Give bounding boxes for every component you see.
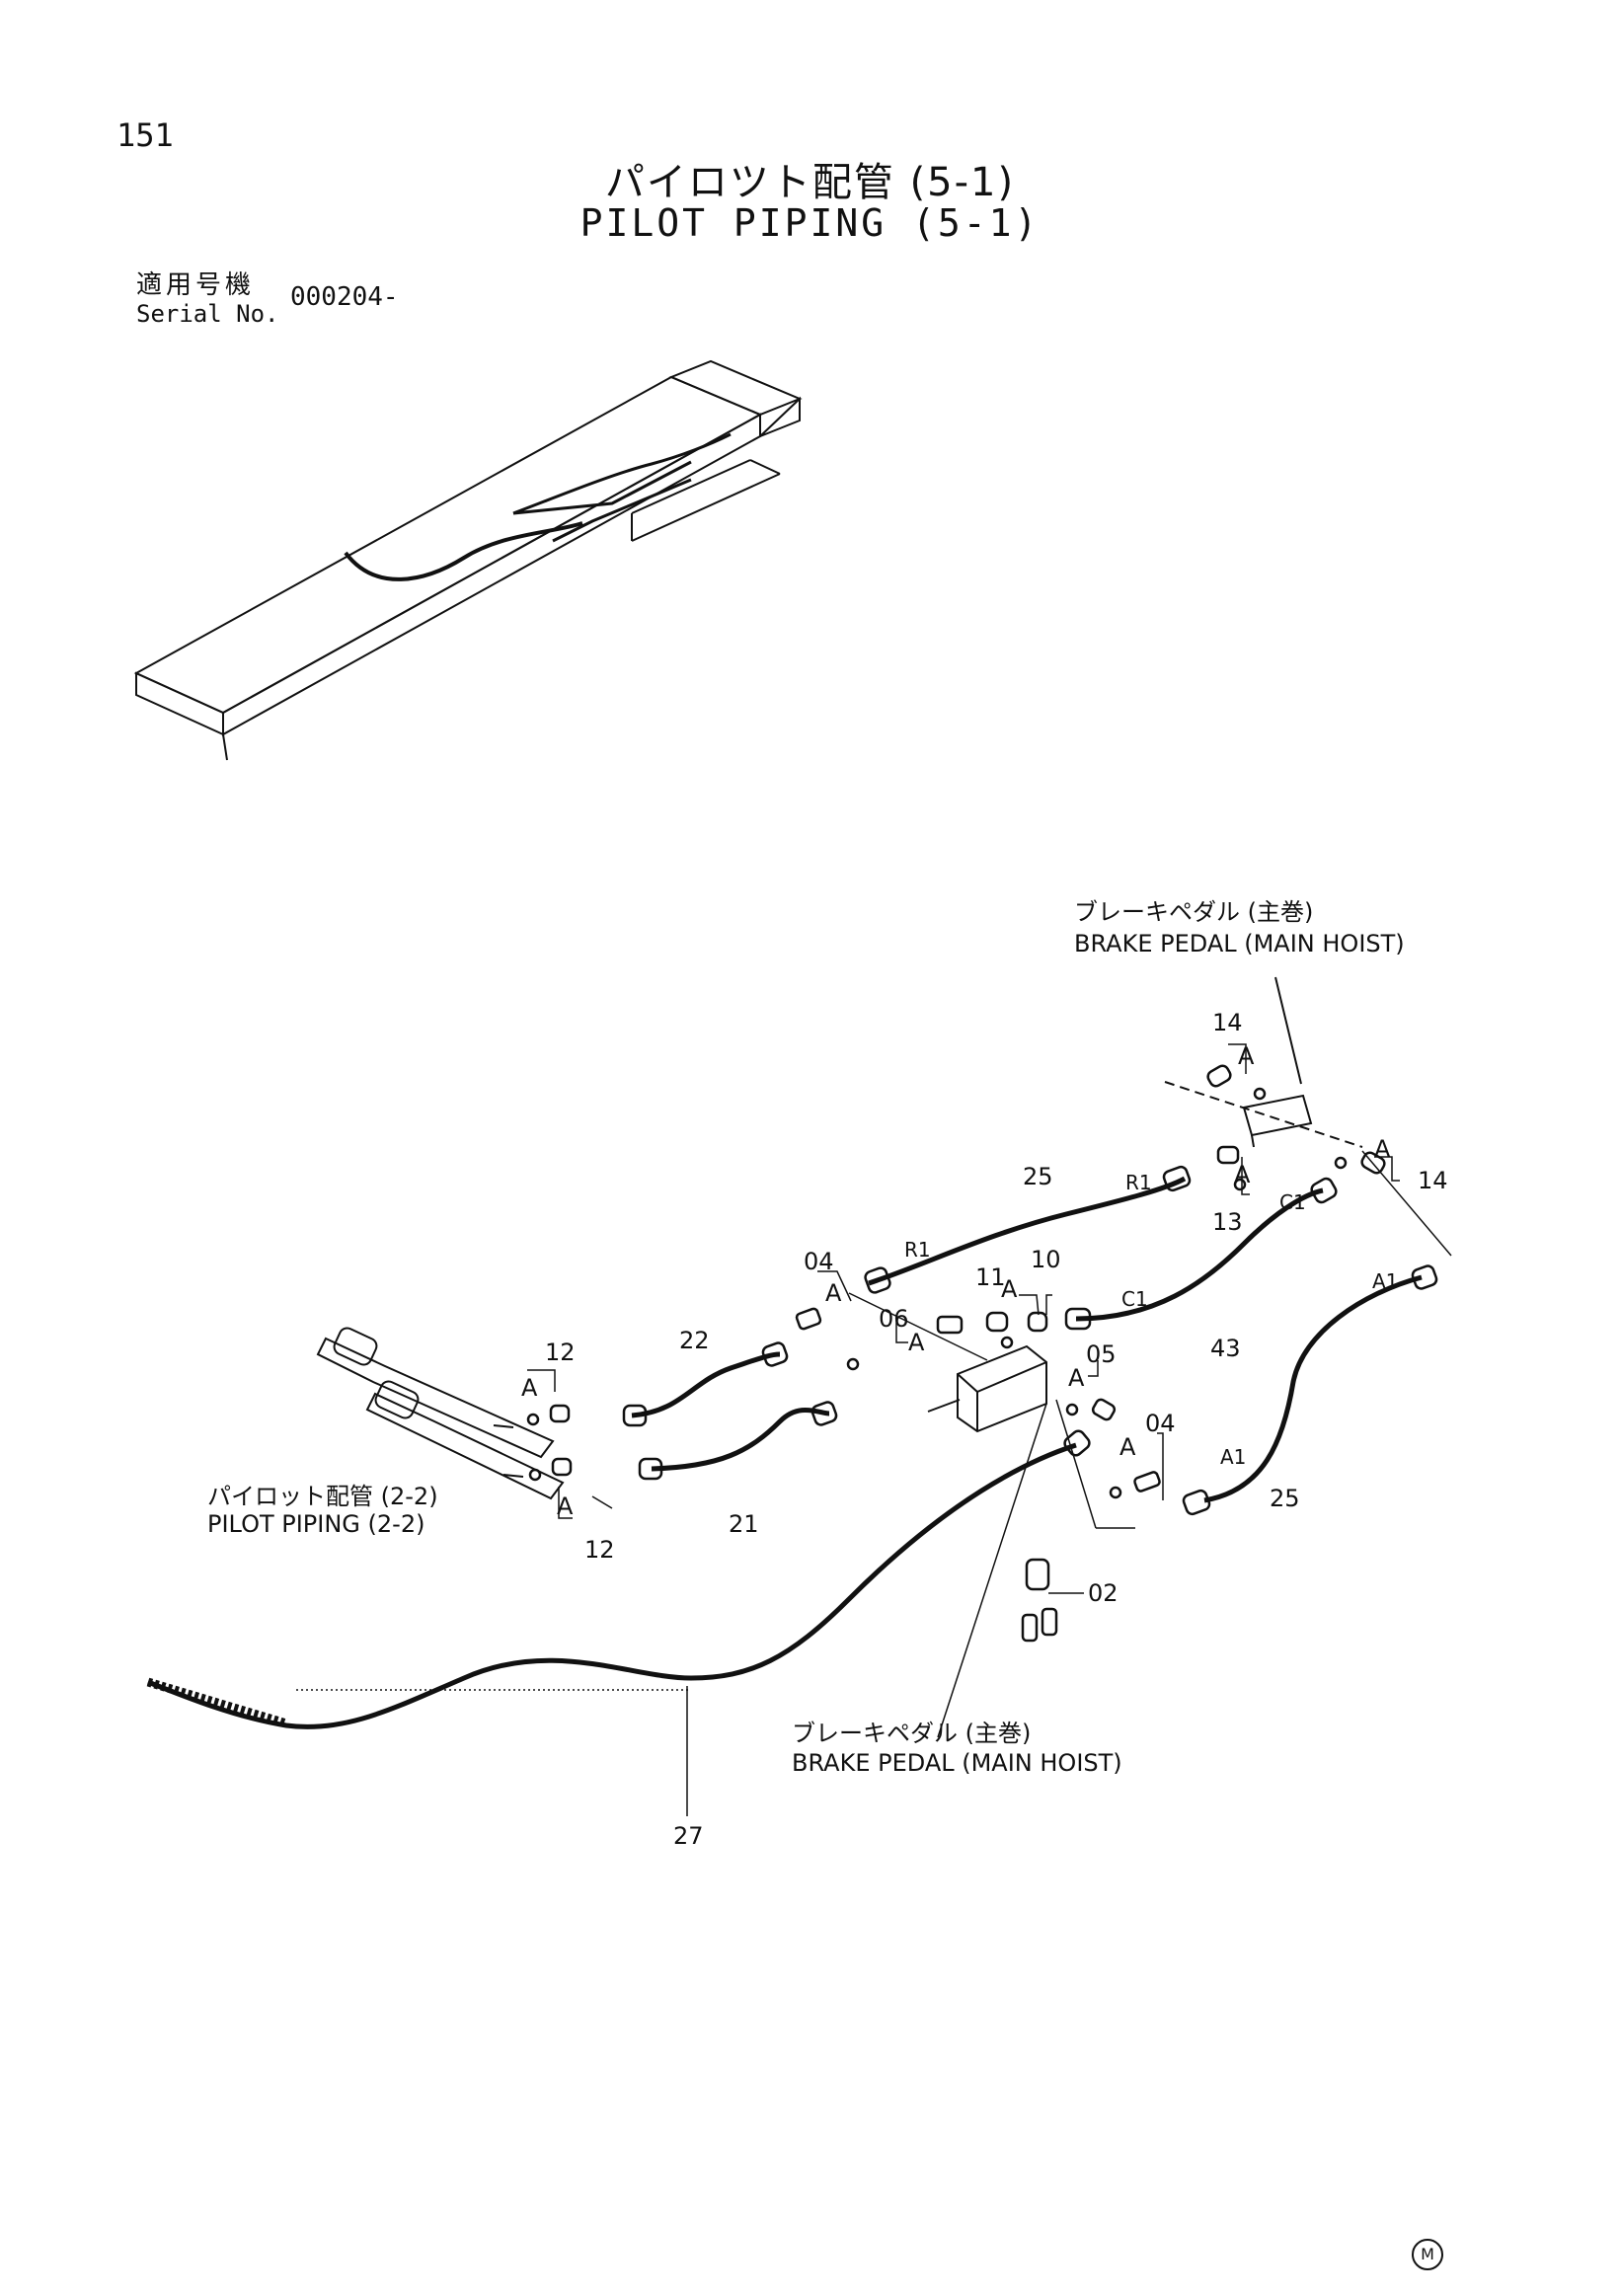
detail-marker-a: A [1001,1275,1018,1303]
detail-marker-a: A [557,1492,574,1520]
callout-brake-pedal-top-jp: ブレーキペダル (主巻) [1074,898,1314,926]
detail-marker-a: A [521,1374,538,1402]
part-number-25-right: 25 [1270,1485,1300,1512]
part-number-05: 05 [1086,1340,1117,1368]
port-label-a1-top: A1 [1372,1269,1399,1293]
part-number-43: 43 [1210,1335,1241,1362]
part-number-02: 02 [1088,1579,1119,1607]
brake-pedal-top-block [1164,976,1363,1148]
callout-brake-pedal-bottom-jp: ブレーキペダル (主巻) [792,1720,1032,1747]
serial-label-japanese: 適用号機 [136,270,256,300]
fittings [526,1064,1438,1643]
detail-marker-a: A [1374,1135,1391,1163]
hose-25-top [868,1176,1187,1286]
part-number-25-top: 25 [1023,1163,1053,1190]
hose-27 [147,1442,1077,1729]
port-label-c1-mid: C1 [1121,1287,1148,1311]
detail-marker-a: A [1234,1161,1251,1188]
corner-m-mark: M [1412,2239,1443,2270]
part-number-11: 11 [975,1263,1006,1291]
brake-valve-block [927,1344,1047,1433]
detail-marker-a: A [1068,1364,1085,1392]
port-label-a1-mid: A1 [1220,1445,1247,1469]
detail-a-brackets [527,1043,1400,1519]
detail-marker-a: A [825,1279,842,1307]
hose-43 [1075,1187,1324,1322]
page-title-english: PILOT PIPING (5-1) [579,201,1041,245]
pilot-piping-2-2-cylinders [316,1327,565,1500]
part-number-12-top: 12 [545,1339,576,1366]
machine-frame-overview [133,359,803,761]
port-label-r1-left: R1 [904,1238,931,1262]
part-number-14-right: 14 [1418,1167,1448,1194]
part-number-04-right: 04 [1145,1410,1176,1437]
part-number-10: 10 [1031,1246,1061,1273]
serial-number-value: 000204- [290,282,399,312]
serial-label-english: Serial No. [136,300,279,328]
callout-pilot-piping-jp: パイロット配管 (2-2) [207,1483,438,1510]
callout-brake-pedal-bottom-en: BRAKE PEDAL (MAIN HOIST) [792,1749,1122,1777]
hose-22 [631,1351,781,1418]
port-label-c1-top: C1 [1279,1190,1306,1214]
hose-25-right [1203,1274,1423,1503]
detail-marker-a: A [908,1329,925,1356]
hose-21 [651,1408,830,1472]
detail-marker-a: A [1119,1433,1136,1461]
part-number-06: 06 [879,1305,909,1333]
part-number-27: 27 [673,1822,704,1850]
part-number-12-bottom: 12 [584,1536,615,1564]
part-number-04-top: 04 [804,1248,834,1275]
callout-pilot-piping-en: PILOT PIPING (2-2) [207,1510,425,1538]
part-number-14-top: 14 [1212,1009,1243,1036]
part-number-21: 21 [729,1510,759,1538]
part-number-22: 22 [679,1327,710,1354]
page-title-japanese: パイロツト配管 (5-1) [604,160,1016,205]
callout-brake-pedal-top-en: BRAKE PEDAL (MAIN HOIST) [1074,930,1405,957]
part-number-13: 13 [1212,1208,1243,1236]
port-label-r1-top: R1 [1125,1171,1152,1194]
detail-marker-a: A [1238,1042,1255,1070]
page-number: 151 [116,116,174,154]
leader-lines [296,1150,1452,1816]
